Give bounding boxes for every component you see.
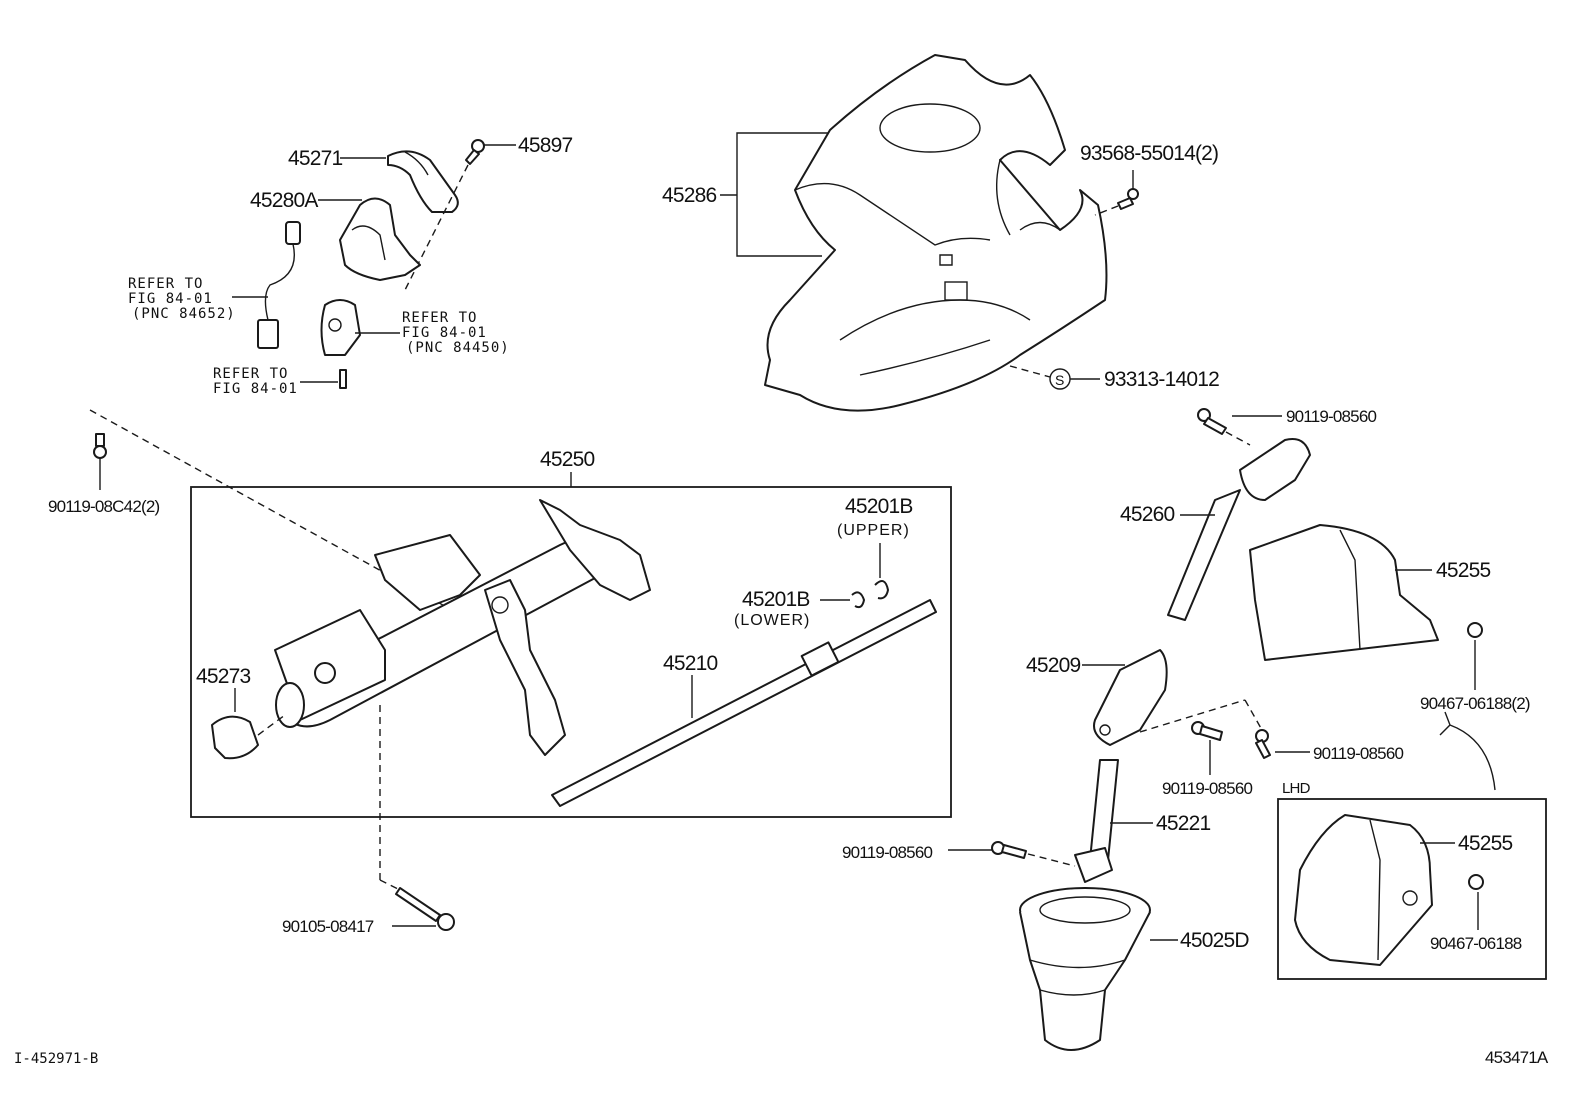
label-90467-2: 90467-06188(2) <box>1420 694 1530 713</box>
label-45210: 45210 <box>663 652 718 675</box>
lhd-inset-frame <box>1277 798 1547 980</box>
label-45221: 45221 <box>1156 812 1211 835</box>
label-45260: 45260 <box>1120 503 1175 526</box>
shaft-45260 <box>1167 438 1311 621</box>
refer-fig-line1: REFER TO <box>213 366 288 382</box>
label-90119-left: 90119-08560 <box>842 843 932 862</box>
shaft-45221 <box>1074 759 1153 883</box>
refer-84450-line1: REFER TO <box>402 310 477 326</box>
footer-code-right: 453471A <box>1485 1048 1549 1067</box>
label-90105: 90105-08417 <box>282 917 374 936</box>
bolt-90119-left <box>948 841 1076 867</box>
refer-84652-line2: FIG 84-01 <box>128 291 213 307</box>
snap-rings-45201B <box>820 543 889 609</box>
bushing-45273 <box>211 688 286 760</box>
joint-45209 <box>1082 649 1168 746</box>
label-90119-mid-right: 90119-08560 <box>1313 744 1403 763</box>
label-45280A: 45280A <box>250 189 318 212</box>
refer-84450-line2: FIG 84-01 <box>402 325 487 341</box>
wire-harness-connector <box>232 221 301 349</box>
footer-code-left: I-452971-B <box>14 1051 98 1067</box>
small-screw-ignition <box>300 369 347 389</box>
clip-90467-2 <box>1467 622 1483 690</box>
column-tube <box>274 499 651 756</box>
label-45250: 45250 <box>540 448 595 471</box>
label-45897: 45897 <box>518 134 573 157</box>
label-93313: 93313-14012 <box>1104 368 1219 391</box>
housing-45280A <box>318 197 421 281</box>
label-90119-mid-below: 90119-08560 <box>1162 779 1252 798</box>
clip-90467-lhd <box>1468 874 1484 930</box>
label-45273: 45273 <box>196 665 251 688</box>
label-93568: 93568-55014(2) <box>1080 142 1218 165</box>
boot-45025D <box>1019 887 1178 1051</box>
label-45255-lhd: 45255 <box>1458 832 1513 855</box>
lhd-arrow <box>1439 711 1496 791</box>
part-45286-bracket <box>720 132 828 257</box>
column-cover-part <box>764 54 1108 412</box>
label-lower: (LOWER) <box>734 612 810 629</box>
clip-93313: S <box>1009 365 1100 390</box>
screw-93568 <box>1094 170 1139 216</box>
refer-84652-line1: REFER TO <box>128 276 203 292</box>
screw-45897 <box>404 139 516 291</box>
label-45209: 45209 <box>1026 654 1081 677</box>
bolt-90119-mid <box>1139 699 1310 775</box>
label-45271: 45271 <box>288 147 343 170</box>
bolt-90119-top <box>1197 408 1282 446</box>
label-45286: 45286 <box>662 184 717 207</box>
refer-fig-line2: FIG 84-01 <box>213 381 298 397</box>
key-cylinder <box>320 299 400 356</box>
label-45201B-upper: 45201B <box>845 495 913 518</box>
housing-45271 <box>340 150 459 213</box>
label-lhd: LHD <box>1282 780 1311 797</box>
cover-45255-lhd <box>1294 814 1455 966</box>
label-90119-08C42: 90119-08C42(2) <box>48 497 159 516</box>
refer-84450-line3: (PNC 84450) <box>406 340 510 356</box>
label-45255: 45255 <box>1436 559 1491 582</box>
label-upper: (UPPER) <box>837 522 910 539</box>
s-mark-symbol: S <box>1055 372 1064 388</box>
shaft-45210 <box>551 599 937 807</box>
label-45025D: 45025D <box>1180 929 1249 952</box>
bolt-90105 <box>379 705 455 931</box>
label-45201B-lower: 45201B <box>742 588 810 611</box>
cover-45255 <box>1249 524 1439 661</box>
label-90467-lhd: 90467-06188 <box>1430 934 1522 953</box>
label-90119-top: 90119-08560 <box>1286 407 1376 426</box>
refer-84652-line3: (PNC 84652) <box>132 306 236 322</box>
